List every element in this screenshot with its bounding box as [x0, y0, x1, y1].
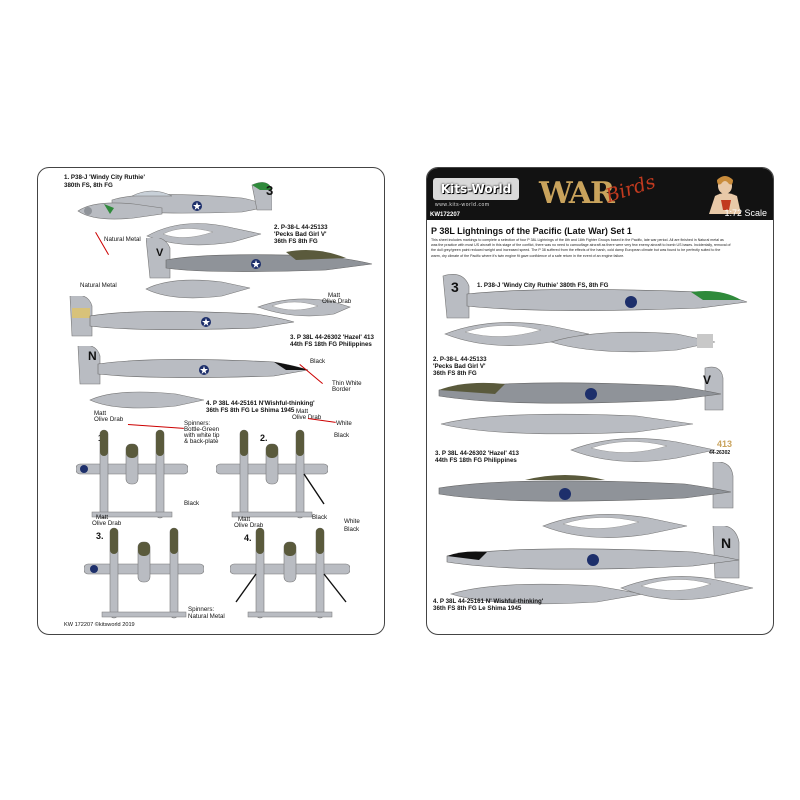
sheet-title: P 38L Lightnings of the Pacific (Late Wa… — [431, 226, 632, 236]
note-matt-olive-4b: Olive Drab — [92, 520, 122, 527]
brand-url: www.kits-world.com — [435, 202, 490, 208]
note-black-4: Black — [312, 514, 328, 521]
plan-number-3: 3. — [96, 531, 104, 541]
fin-code-r2: V — [703, 373, 712, 387]
caption-left-3b: 44th FS 18th FG Philippines — [290, 341, 372, 348]
fin-code-r4: N — [721, 535, 732, 551]
aircraft-canopy-r3 — [542, 514, 688, 538]
note-matt-olive-4: Matt — [96, 514, 109, 521]
note-black-5: Black — [344, 526, 360, 533]
plan-number-4: 4. — [244, 533, 252, 543]
aircraft-side-view-3 — [69, 296, 295, 337]
caption-right-3: 3. P 38L 44-26302 'Hazel' 413 — [435, 450, 519, 457]
caption-right-4b: 36th FS 8th FG Le Shima 1945 — [433, 605, 522, 612]
war-logo-text: WAR — [539, 176, 615, 211]
note-matt-olive-5b: Olive Drab — [234, 522, 264, 529]
note-matt-olive-3b: Olive Drab — [292, 414, 322, 421]
product-code: KW172207 — [430, 212, 461, 218]
caption-right-1: 1. P38-J 'Windy City Ruthie' 380th FS, 8… — [477, 282, 609, 289]
decal-sheet-left: 3 1. P38-J 'Windy City Ruthie' 380th FS,… — [37, 167, 385, 635]
note-matt-olive-2b: Olive Drab — [94, 416, 124, 423]
aircraft-canopy-r2 — [570, 438, 716, 462]
aircraft-side-view-r1 — [442, 274, 748, 319]
aircraft-plan-view-2 — [216, 429, 328, 519]
aircraft-plan-view-1 — [76, 429, 188, 519]
caption-left-2b: 'Pecks Bad Girl V' — [274, 231, 327, 238]
note-spinners-1c: with white tip — [184, 432, 220, 439]
aircraft-side-view-r4 — [446, 526, 740, 579]
caption-left-4b: 36th FS 8th FG Le Shima 1945 — [206, 407, 295, 414]
aircraft-plan-view-3 — [84, 527, 204, 619]
caption-left-1: 1. P38-J 'Windy City Ruthie' — [64, 174, 145, 181]
caption-right-2: 2. P-38-L 44-25133 — [433, 356, 487, 363]
note-black-3: Black — [184, 500, 200, 507]
aircraft-side-view-1 — [111, 182, 272, 214]
caption-right-2c: 36th FS 8th FG — [433, 370, 477, 377]
aircraft-plan-view-4 — [230, 527, 350, 619]
caption-right-2b: 'Pecks Bad Girl V' — [433, 363, 486, 370]
note-black-1: Black — [310, 358, 326, 365]
aircraft-nose-view-r1 — [549, 331, 716, 353]
aircraft-side-view-2 — [146, 238, 373, 279]
note-thin-white-1: Thin White — [332, 380, 362, 387]
note-spinners-2b: Natural Metal — [188, 613, 225, 620]
aircraft-canopy-r4 — [620, 576, 754, 600]
note-spinners-1b: Bottle-Green — [184, 426, 220, 433]
aircraft-code-a4: N — [88, 349, 97, 363]
aircraft-nose-view-4 — [89, 391, 205, 409]
aircraft-canopy-3 — [257, 298, 351, 317]
plan-number-2: 2. — [260, 433, 268, 443]
note-spinners-1d: & back-plate — [184, 438, 219, 445]
aircraft-code-a2: V — [156, 247, 164, 259]
aircraft-side-view-r2 — [438, 366, 724, 411]
note-spinners-1: Spinners: — [184, 420, 211, 427]
note-matt-olive-3: Matt — [296, 408, 309, 415]
note-matt-olive-5: Matt — [238, 516, 251, 523]
caption-right-3b: 44th FS 18th FG Philippines — [435, 457, 517, 464]
note-natural-metal-1: Natural Metal — [104, 236, 141, 243]
aircraft-nose-view-r2 — [440, 413, 694, 435]
pinup-illustration-icon — [709, 176, 741, 214]
aircraft-canopy-r1 — [444, 322, 590, 346]
note-natural-metal-2: Natural Metal — [80, 282, 117, 289]
note-matt-olive-1b: Olive Drab — [322, 298, 352, 305]
fin-code-r1: 3 — [451, 279, 459, 295]
header-banner: Kits-World www.kits-world.com KW172207 W… — [427, 168, 773, 220]
caption-left-4: 4. P 38L 44-25161 N'Wishful-thinking' — [206, 400, 315, 407]
caption-left-1b: 380th FS, 8th FG — [64, 182, 113, 189]
note-matt-olive-2: Matt — [94, 410, 107, 417]
scale-label: 1:72 Scale — [724, 208, 767, 218]
aircraft-nose-view-1 — [77, 202, 163, 220]
aircraft-canopy-2 — [146, 223, 262, 246]
note-white-2: White — [344, 518, 360, 525]
intro-paragraph: This sheet includes markings to complete… — [431, 238, 731, 258]
note-thin-white-1b: Border — [332, 386, 351, 393]
caption-left-2c: 36th FS 8th FG — [274, 238, 318, 245]
aircraft-side-view-r3 — [438, 462, 734, 509]
note-black-2: Black — [334, 432, 350, 439]
kits-world-logo: Kits-World — [433, 178, 519, 200]
aircraft-nose-view-2 — [145, 279, 251, 299]
note-spinners-2: Spinners: — [188, 606, 215, 613]
note-matt-olive-1: Matt — [328, 292, 341, 299]
footer-copyright: KW 172207 ©kitsworld 2019 — [64, 622, 135, 628]
note-white-1: White — [336, 420, 352, 427]
caption-left-3: 3. P 38L 44-26302 'Hazel' 413 — [290, 334, 374, 341]
fin-serial-r3: 44-26302 — [709, 450, 731, 456]
fin-code-r3: 413 — [717, 439, 733, 449]
aircraft-side-view-4 — [77, 346, 309, 385]
decal-sheet-right: Kits-World www.kits-world.com KW172207 W… — [426, 167, 774, 635]
aircraft-code-a1: 3 — [266, 183, 274, 198]
caption-left-2: 2. P-38-L 44-25133 — [274, 224, 328, 231]
caption-right-4: 4. P 38L 44-25161 N' Wishful-thinking' — [433, 598, 544, 605]
